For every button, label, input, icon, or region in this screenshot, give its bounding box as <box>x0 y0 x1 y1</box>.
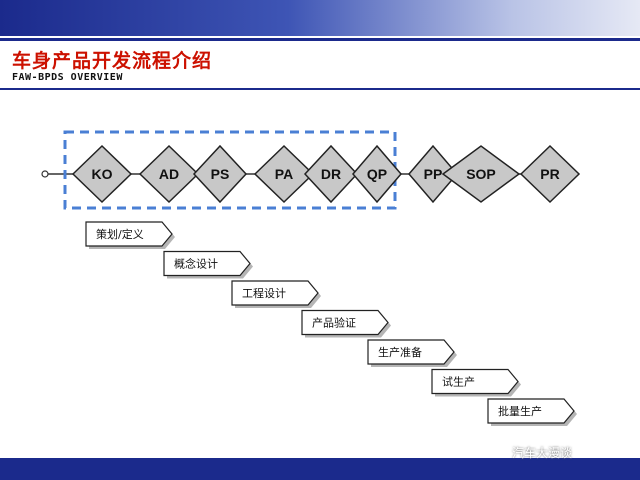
header-divider <box>0 38 640 41</box>
header-gradient-bar <box>0 0 640 36</box>
phase-step-label: 策划/定义 <box>96 227 144 241</box>
phase-step-arrow <box>85 221 173 247</box>
phase-step-arrow <box>487 398 575 424</box>
milestone-label: SOP <box>466 166 496 182</box>
phase-step-label: 概念设计 <box>174 257 218 271</box>
milestone-label: DR <box>321 166 341 182</box>
milestone-diamond <box>352 144 402 204</box>
phase-step: 产品验证 <box>301 309 391 338</box>
page-subtitle: FAW-BPDS OVERVIEW <box>12 72 123 83</box>
watermark-text: 汽车大漫谈 <box>512 446 573 460</box>
milestone-label: PR <box>540 166 559 182</box>
phase-step-arrow <box>367 339 455 365</box>
page-title: 车身产品开发流程介绍 <box>12 50 213 72</box>
phase-step-label: 批量生产 <box>498 404 542 418</box>
milestone-diamond <box>71 144 133 204</box>
milestone-pr: PR <box>519 144 581 204</box>
phase-step-arrow <box>231 280 319 306</box>
milestone-label: PP <box>424 166 443 182</box>
phase-step-arrow <box>301 309 389 336</box>
milestone-label: KO <box>92 166 113 182</box>
phase-step: 概念设计 <box>163 250 253 279</box>
phase-step: 试生产 <box>431 368 521 397</box>
milestone-ps: PS <box>192 144 248 204</box>
milestone-label: PS <box>211 166 230 182</box>
footer-bar <box>0 458 640 480</box>
phase-step-arrow <box>163 250 251 277</box>
phase-step-arrow <box>431 368 519 395</box>
milestone-ko: KO <box>71 144 133 204</box>
subtitle-divider <box>0 88 640 90</box>
milestone-label: AD <box>159 166 179 182</box>
phase-step: 策划/定义 <box>85 221 175 249</box>
phase-step-label: 生产准备 <box>378 345 422 359</box>
phase-step: 批量生产 <box>487 398 577 426</box>
phase-step: 工程设计 <box>231 280 321 308</box>
milestone-label: QP <box>367 166 387 182</box>
milestone-diamond <box>519 144 581 204</box>
timeline-start-dot <box>41 170 49 178</box>
milestone-qp: QP <box>352 144 402 204</box>
phase-step-label: 工程设计 <box>242 287 286 300</box>
milestone-diamond <box>192 144 248 204</box>
phase-step: 生产准备 <box>367 339 457 367</box>
milestone-label: PA <box>275 166 293 182</box>
milestone-sop: SOP <box>441 145 521 203</box>
milestone-layer: KO AD PS PA DR QP PP SOP PR <box>71 144 581 204</box>
phase-step-label: 产品验证 <box>312 316 356 330</box>
milestone-diamond <box>441 145 521 203</box>
phase-step-label: 试生产 <box>442 375 475 389</box>
